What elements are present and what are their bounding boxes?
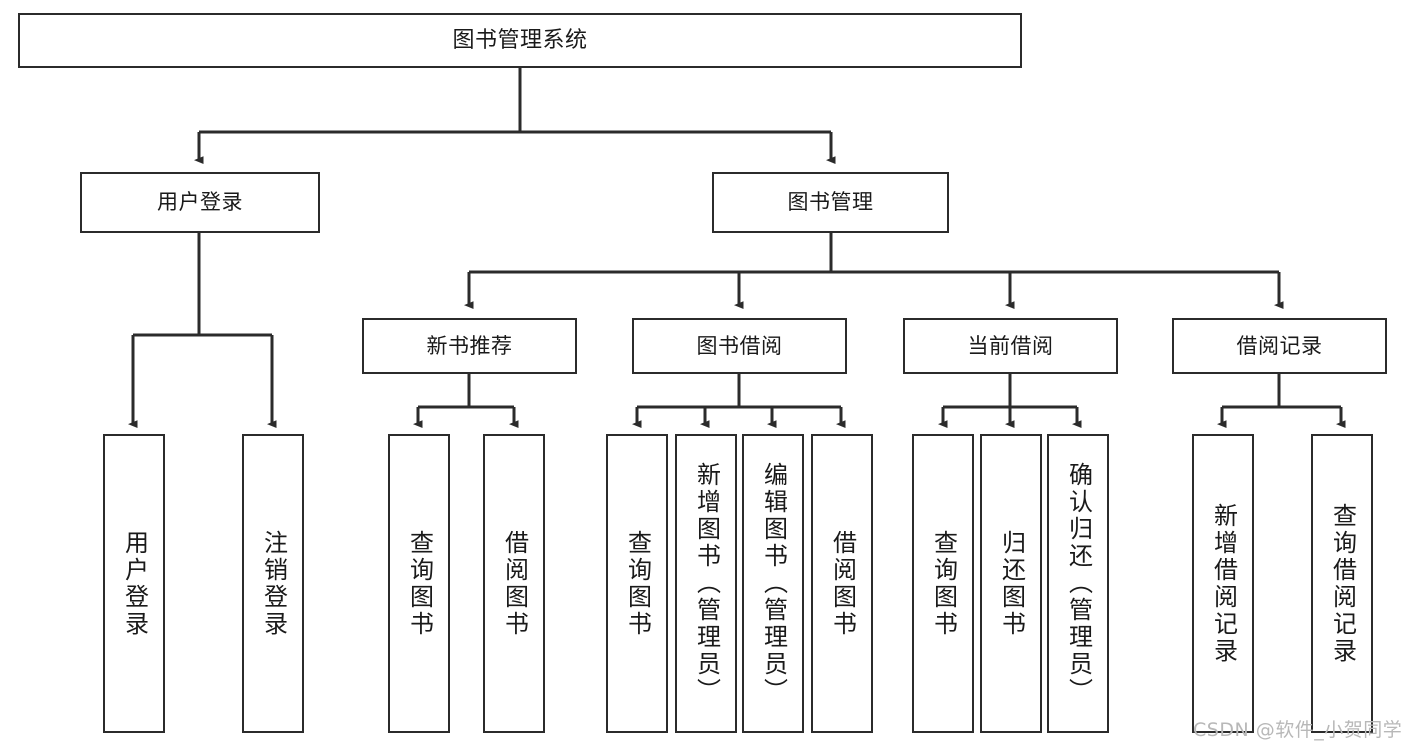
node-current-borrow[interactable]: 当前借阅 [903,318,1118,374]
leaf-current-borrow-return-book[interactable]: 归还图书 [980,434,1042,733]
node-book-management[interactable]: 图书管理 [712,172,949,233]
node-new-book-recommend[interactable]: 新书推荐 [362,318,577,374]
node-label: 新书推荐 [426,333,513,358]
node-label: 新增图书（管理员） [692,462,721,705]
leaf-borrow-record-query-record[interactable]: 查询借阅记录 [1311,434,1373,733]
node-label: 图书管理 [787,190,874,214]
node-label: 查询图书 [929,529,958,638]
node-label: 查询图书 [623,529,652,638]
leaf-book-borrow-borrow-book[interactable]: 借阅图书 [811,434,873,733]
csdn-watermark: CSDN @软件_小贺同学 [1193,719,1403,741]
node-label: 用户登录 [157,190,243,214]
node-label: 借阅图书 [500,529,529,638]
leaf-user-login-logout[interactable]: 注销登录 [242,434,304,733]
node-book-borrow[interactable]: 图书借阅 [632,318,847,374]
node-label: 借阅图书 [828,529,857,638]
node-label: 归还图书 [997,529,1026,638]
node-label: 查询图书 [405,529,434,638]
node-label: 确认归还（管理员） [1064,462,1093,705]
node-label: 借阅记录 [1236,333,1323,358]
node-label: 查询借阅记录 [1328,502,1357,665]
node-label: 当前借阅 [967,333,1054,358]
leaf-new-book-query-book[interactable]: 查询图书 [388,434,450,733]
node-label: 图书借阅 [696,333,783,358]
leaf-user-login-login[interactable]: 用户登录 [103,434,165,733]
node-label: 图书管理系统 [452,27,588,53]
node-label: 用户登录 [120,529,149,638]
node-borrow-record[interactable]: 借阅记录 [1172,318,1387,374]
leaf-borrow-record-add-record[interactable]: 新增借阅记录 [1192,434,1254,733]
node-user-login[interactable]: 用户登录 [80,172,320,233]
leaf-book-borrow-edit-book-admin[interactable]: 编辑图书（管理员） [742,434,804,733]
leaf-new-book-borrow-book[interactable]: 借阅图书 [483,434,545,733]
leaf-book-borrow-add-book-admin[interactable]: 新增图书（管理员） [675,434,737,733]
leaf-current-borrow-confirm-return-admin[interactable]: 确认归还（管理员） [1047,434,1109,733]
node-label: 编辑图书（管理员） [759,462,788,705]
node-label: 新增借阅记录 [1209,502,1238,665]
leaf-book-borrow-query-book[interactable]: 查询图书 [606,434,668,733]
node-root-book-management-system[interactable]: 图书管理系统 [18,13,1022,68]
node-label: 注销登录 [259,529,288,638]
leaf-current-borrow-query-book[interactable]: 查询图书 [912,434,974,733]
